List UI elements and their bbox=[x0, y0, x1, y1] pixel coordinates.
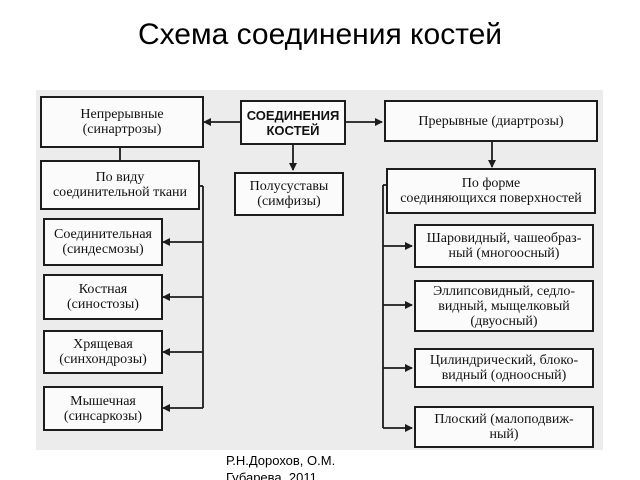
author-credit: Р.Н.Дорохов, О.М. Губарева, 2011 bbox=[226, 453, 336, 480]
center-box-bone-joints: СОЕДИНЕНИЯ КОСТЕЙ bbox=[240, 100, 346, 145]
box-ball-joint: Шаровидный, чашеобраз- ный (многоосный) bbox=[414, 224, 594, 268]
box-synsarcosis: Мышечная (синсаркозы) bbox=[43, 386, 163, 431]
box-semi-joints: Полусуставы (симфизы) bbox=[234, 172, 344, 216]
box-cylindrical-joint: Цилиндрический, блоко- видный (одноосный… bbox=[414, 348, 594, 388]
box-by-surface: По форме соединяющихся поверхностей bbox=[386, 168, 596, 214]
box-discontinuous: Прерывные (диартрозы) bbox=[384, 100, 598, 142]
box-ellipsoid-joint: Эллипсовидный, седло- видный, мыщелковый… bbox=[414, 280, 594, 332]
box-synchondrosis: Хрящевая (синхондрозы) bbox=[43, 330, 163, 374]
slide-title: Схема соединения костей bbox=[137, 18, 503, 51]
box-synostosis: Костная (синостозы) bbox=[43, 274, 163, 320]
box-by-tissue: По виду соединительной ткани bbox=[40, 160, 200, 210]
box-syndesmosis: Соединительная (синдесмозы) bbox=[43, 218, 163, 266]
box-continuous: Непрерывные (синартрозы) bbox=[40, 96, 204, 148]
box-plane-joint: Плоский (малоподвиж- ный) bbox=[414, 406, 594, 448]
